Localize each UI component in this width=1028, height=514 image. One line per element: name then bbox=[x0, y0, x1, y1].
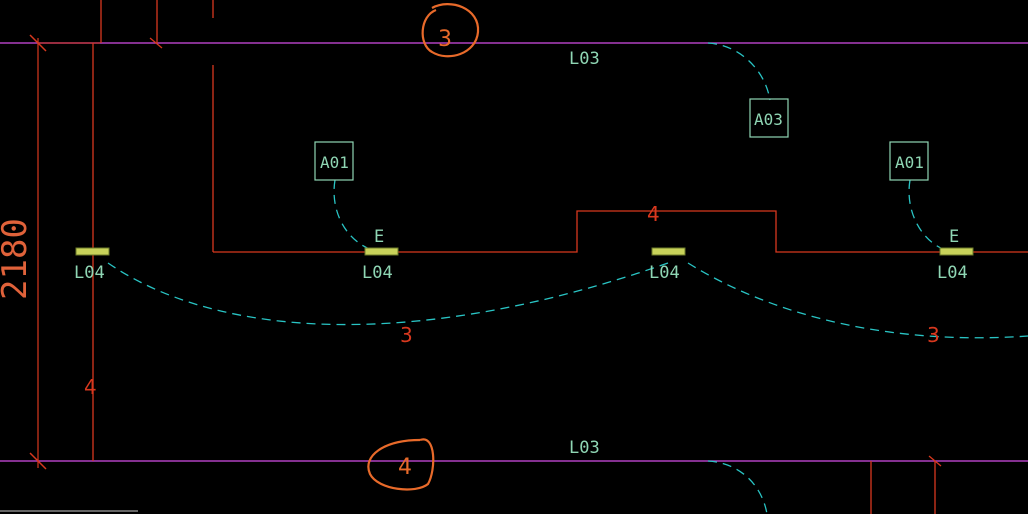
curve-tag-a01-right bbox=[908, 179, 946, 251]
red-number-curve-right: 3 bbox=[927, 323, 940, 347]
joist-label-3: L04 bbox=[649, 263, 680, 283]
joist-label-1: L04 bbox=[74, 263, 105, 283]
tag-boxes bbox=[314, 98, 929, 181]
column-pad-2 bbox=[364, 247, 399, 256]
column-marker-e-right: E bbox=[949, 227, 959, 247]
column-pad-3 bbox=[651, 247, 686, 256]
red-number-curve-left: 3 bbox=[400, 323, 413, 347]
circled-number-bottom: 4 bbox=[398, 455, 412, 480]
dashed-curves bbox=[107, 42, 1028, 514]
red-number-vertical: 4 bbox=[84, 375, 97, 399]
column-marker-e-left: E bbox=[374, 227, 384, 247]
circled-number-top: 3 bbox=[438, 27, 452, 52]
tag-box-a01-left bbox=[314, 141, 354, 181]
curve-tag-a01-left bbox=[333, 179, 373, 251]
curve-bottom bbox=[707, 460, 768, 514]
red-number-step: 4 bbox=[647, 202, 660, 226]
circle-mark-bottom bbox=[367, 438, 435, 491]
tag-box-a03 bbox=[749, 98, 789, 138]
curve-tag-a03 bbox=[707, 42, 771, 101]
curve-right bbox=[687, 262, 1028, 339]
beam-label-top: L03 bbox=[569, 49, 600, 69]
wall-lines bbox=[92, 0, 1028, 514]
circle-mark-top bbox=[421, 3, 480, 58]
dimension-value: 2180 bbox=[0, 218, 35, 300]
joist-label-4: L04 bbox=[937, 263, 968, 283]
tag-a01-right: A01 bbox=[895, 153, 924, 172]
column-pads bbox=[75, 247, 974, 256]
tag-a01-left: A01 bbox=[320, 153, 349, 172]
column-pad-1 bbox=[75, 247, 110, 256]
beam-label-bottom: L03 bbox=[569, 438, 600, 458]
tag-box-a01-right bbox=[889, 141, 929, 181]
dimension-2180 bbox=[29, 34, 100, 470]
column-pad-4 bbox=[939, 247, 974, 256]
tag-a03: A03 bbox=[754, 110, 783, 129]
joist-label-2: L04 bbox=[362, 263, 393, 283]
curve-left bbox=[107, 262, 669, 326]
